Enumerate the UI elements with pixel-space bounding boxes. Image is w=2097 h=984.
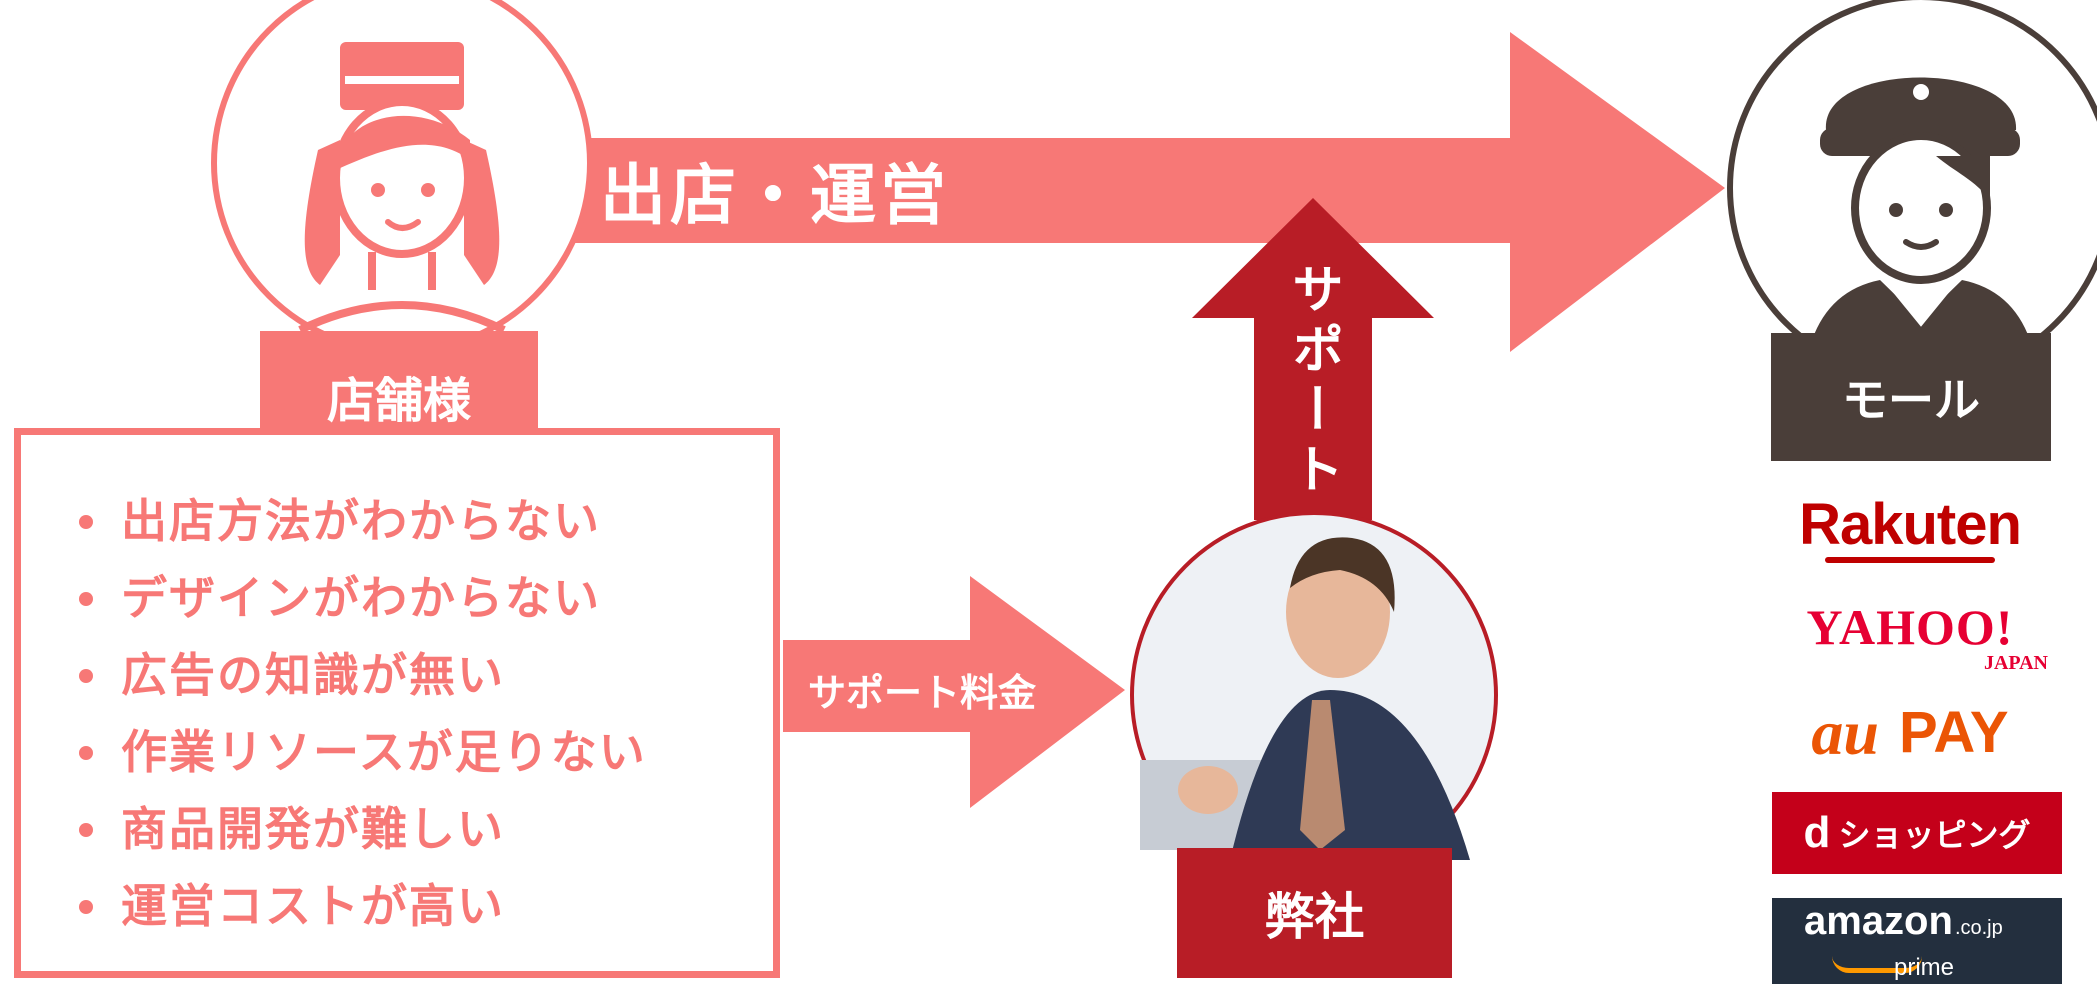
issue-item: デザインがわからない xyxy=(79,568,773,645)
pay-wordmark: PAY xyxy=(1898,700,2009,765)
issue-item: 出店方法がわからない xyxy=(79,491,773,568)
staff-photo xyxy=(1130,511,1498,879)
open-operate-arrow xyxy=(545,32,1725,352)
issues-list: 出店方法がわからない デザインがわからない 広告の知識が無い 作業リソースが足り… xyxy=(21,435,773,953)
amazon-prime-logo: amazon .co.jp prime xyxy=(1772,898,2062,984)
yahoo-wordmark: YAHOO! xyxy=(1806,599,2014,655)
amazon-wordmark-row: amazon .co.jp xyxy=(1804,901,2003,948)
d-shopping-text: ショッピング xyxy=(1838,816,2031,854)
issue-item: 商品開発が難しい xyxy=(79,799,773,876)
d-mark: d xyxy=(1803,808,1831,857)
shop-clerk-icon xyxy=(211,0,593,354)
rakuten-logo: Rakuten xyxy=(1758,488,2062,570)
mall-label: モール xyxy=(1771,333,2051,461)
company-label: 弊社 xyxy=(1177,848,1452,978)
d-shopping-logo: d ショッピング xyxy=(1772,792,2062,874)
amazon-wordmark: amazon xyxy=(1804,898,1953,943)
support-arrow xyxy=(1192,198,1434,520)
au-wordmark: au xyxy=(1811,697,1879,768)
open-operate-label: 出店・運営 xyxy=(600,157,950,234)
au-pay-logo: au PAY xyxy=(1758,692,2062,774)
issue-item: 運営コストが高い xyxy=(79,876,773,953)
amazon-smile-icon xyxy=(1832,956,1922,973)
amazon-prime-text: prime xyxy=(1894,953,1955,981)
rakuten-underline xyxy=(1825,557,1995,563)
support-fee-arrow xyxy=(783,576,1125,808)
mall-staff-icon xyxy=(1727,0,2097,382)
issue-item: 広告の知識が無い xyxy=(79,645,773,722)
issues-box: 出店方法がわからない デザインがわからない 広告の知識が無い 作業リソースが足り… xyxy=(14,428,780,978)
amazon-domain: .co.jp xyxy=(1954,916,2003,939)
support-fee-label: サポート料金 xyxy=(807,670,1036,715)
support-label: サポート xyxy=(1282,262,1343,502)
issue-item: 作業リソースが足りない xyxy=(79,722,773,799)
rakuten-wordmark: Rakuten xyxy=(1799,492,2022,557)
yahoo-japan-sub: JAPAN xyxy=(1983,652,2048,674)
yahoo-japan-logo: YAHOO! JAPAN xyxy=(1758,596,2062,678)
amazon-smile-row: prime xyxy=(1832,948,1954,982)
